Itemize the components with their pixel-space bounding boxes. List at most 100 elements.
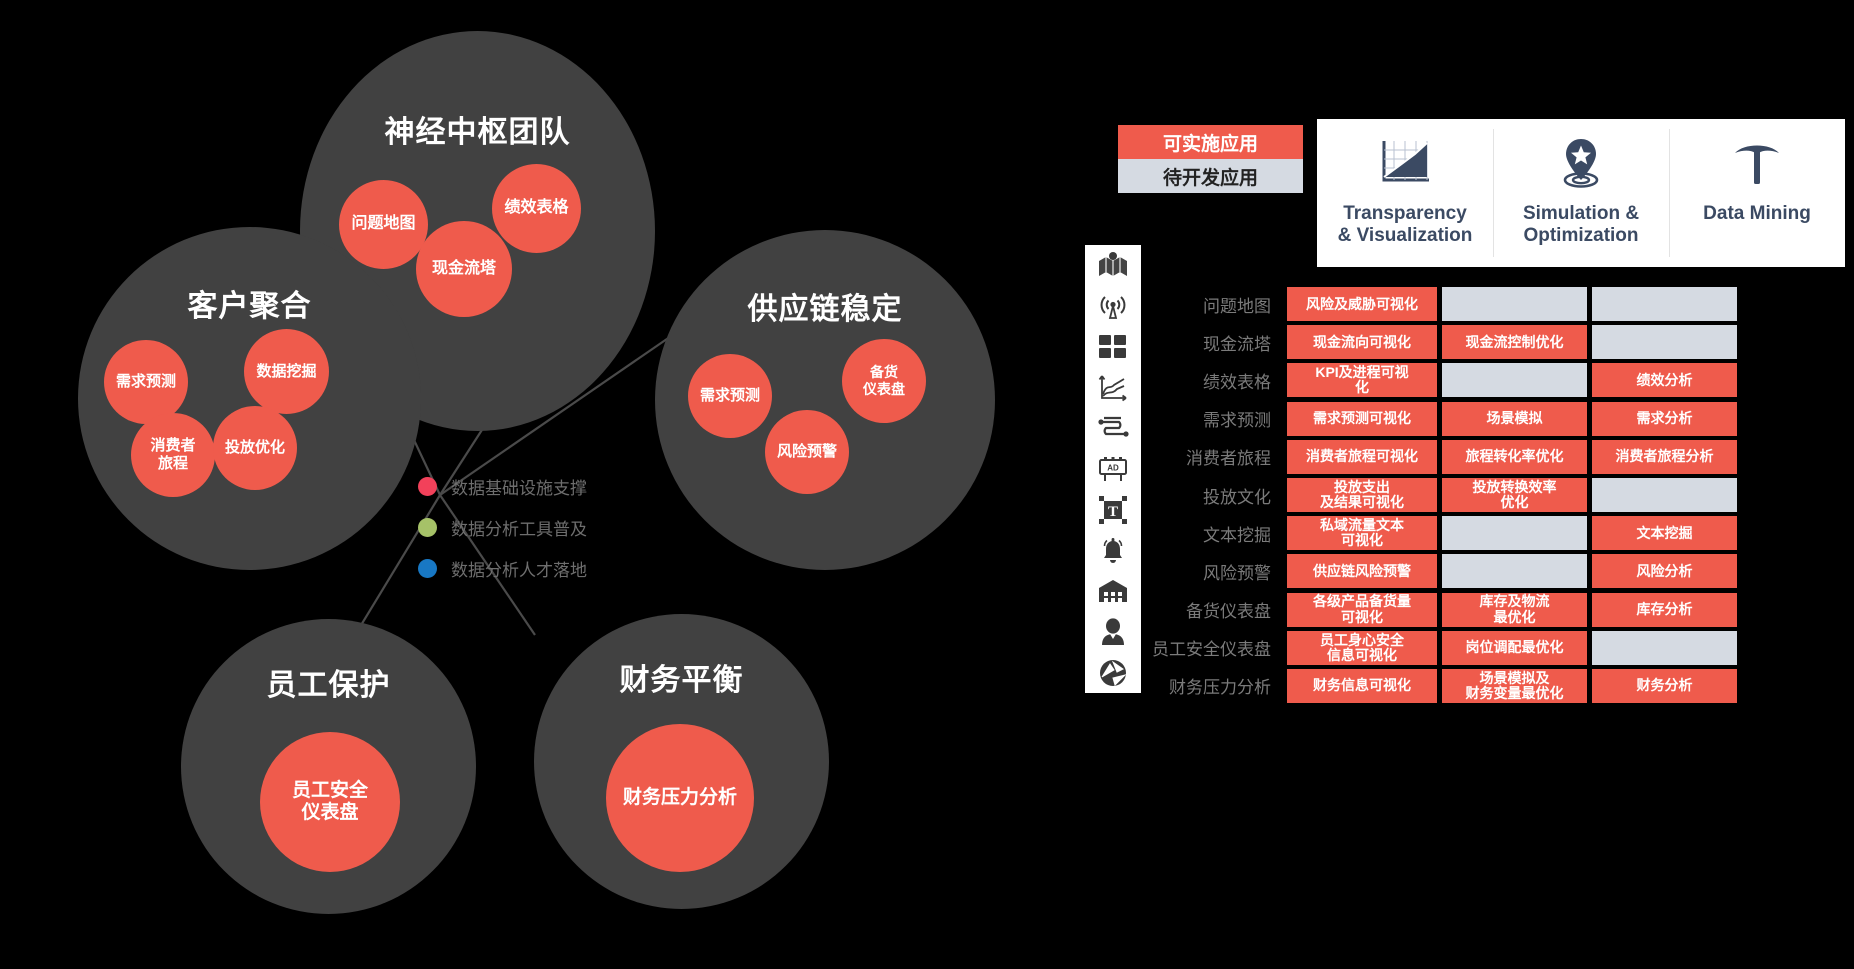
- matrix-cell-filled[interactable]: 文本挖掘: [1592, 516, 1737, 551]
- matrix-cell-filled[interactable]: 岗位调配最优化: [1442, 630, 1587, 665]
- matrix-cell-filled[interactable]: 各级产品备货量 可视化: [1287, 592, 1437, 627]
- matrix-cell-filled[interactable]: 现金流控制优化: [1442, 325, 1587, 360]
- column-header-transparency: Transparency & Visualization: [1317, 119, 1493, 267]
- matrix-cell-label: 库存及物流 最优化: [1479, 593, 1550, 625]
- matrix-cell-filled[interactable]: 投放支出 及结果可视化: [1287, 478, 1437, 513]
- node-label: 风险预警: [776, 443, 837, 461]
- cluster-employee-protection[interactable]: 员工保护 员工安全 仪表盘: [181, 619, 476, 914]
- matrix-cell-filled[interactable]: 旅程转化率优化: [1442, 439, 1587, 474]
- matrix-cell-filled[interactable]: 员工身心安全 信息可视化: [1287, 630, 1437, 665]
- matrix-row: 员工安全仪表盘员工身心安全 信息可视化岗位调配最优化: [1085, 629, 1845, 667]
- legend-item-infrastructure: 数据基础设施支撑: [418, 474, 648, 499]
- node-performance-table[interactable]: 绩效表格: [492, 164, 581, 253]
- key-label: 待开发应用: [1162, 167, 1258, 189]
- node-consumer-journey[interactable]: 消费者 旅程: [131, 413, 215, 497]
- matrix-cell-label: 旅程转化率优化: [1465, 448, 1564, 465]
- matrix-cell-filled[interactable]: 供应链风险预警: [1287, 554, 1437, 589]
- matrix-cell-filled[interactable]: 私域流量文本 可视化: [1287, 516, 1437, 551]
- matrix-cell-label: 各级产品备货量 可视化: [1313, 593, 1411, 625]
- node-label: 问题地图: [351, 215, 416, 233]
- legend-dot-blue: [418, 559, 437, 578]
- matrix-row: 财务压力分析 财务信息可视化 场景模拟及 财务变量最优化财务分析: [1085, 667, 1845, 705]
- node-risk-alert[interactable]: 风险预警: [765, 410, 849, 494]
- cluster-title: 神经中枢团队: [384, 116, 571, 149]
- matrix-cell-empty[interactable]: [1592, 630, 1737, 665]
- matrix-cell-filled[interactable]: 场景模拟: [1442, 401, 1587, 436]
- matrix-row-label: 文本挖掘: [1203, 525, 1271, 545]
- cluster-title: 员工保护: [266, 669, 391, 702]
- node-financial-pressure-analysis[interactable]: 财务压力分析: [606, 724, 754, 872]
- matrix-cell-filled[interactable]: 风险分析: [1592, 554, 1737, 589]
- matrix-cell-filled[interactable]: 绩效分析: [1592, 363, 1737, 398]
- key-label: 可实施应用: [1162, 133, 1258, 155]
- matrix-cell-label: 岗位调配最优化: [1465, 639, 1564, 656]
- key-implementable: 可实施应用: [1118, 125, 1303, 159]
- matrix-row-label: 消费者旅程: [1186, 449, 1271, 469]
- matrix-cell-label: 供应链风险预警: [1313, 562, 1411, 579]
- matrix-cell-empty[interactable]: [1442, 287, 1587, 322]
- bubble-map: 神经中枢团队 问题地图 绩效表格 现金流塔 客户聚合 需求预测 数据挖掘 消费者…: [78, 31, 995, 914]
- column-header-label: Data Mining: [1703, 203, 1811, 224]
- node-label: 绩效表格: [504, 199, 569, 217]
- matrix-cell-filled[interactable]: 消费者旅程可视化: [1287, 439, 1437, 474]
- matrix-cell-filled[interactable]: 投放转换效率 优化: [1442, 478, 1587, 513]
- matrix-cell-filled[interactable]: 需求分析: [1592, 401, 1737, 436]
- chart-growth-icon: [1377, 131, 1433, 197]
- cluster-title: 客户聚合: [187, 290, 312, 323]
- cluster-financial-balance[interactable]: 财务平衡 财务压力分析: [534, 614, 829, 909]
- warehouse-icon: [1094, 575, 1132, 607]
- matrix-cell-empty[interactable]: [1592, 325, 1737, 360]
- matrix-cell-empty[interactable]: [1442, 554, 1587, 589]
- column-header-simulation: Simulation & Optimization: [1493, 119, 1669, 267]
- matrix-cell-label: 场景模拟: [1486, 410, 1543, 427]
- matrix-cell-filled[interactable]: 现金流向可视化: [1287, 325, 1437, 360]
- node-demand-forecast-customer[interactable]: 需求预测: [104, 340, 188, 424]
- line-chart-icon: [1094, 372, 1132, 404]
- matrix-row-label: 财务压力分析: [1169, 678, 1271, 698]
- matrix-cell-label: 员工身心安全 信息可视化: [1320, 631, 1404, 663]
- node-label: 数据挖掘: [256, 362, 317, 380]
- legend-key: 可实施应用 待开发应用: [1118, 125, 1303, 193]
- matrix-cell-empty[interactable]: [1592, 478, 1737, 513]
- cluster-neural-center-team[interactable]: 神经中枢团队 问题地图 绩效表格 现金流塔: [300, 31, 655, 431]
- matrix-cell-filled[interactable]: 需求预测可视化: [1287, 401, 1437, 436]
- node-placement-optimization[interactable]: 投放优化: [213, 406, 297, 490]
- node-cash-flow-tower[interactable]: 现金流塔: [416, 221, 512, 317]
- node-demand-forecast-supply[interactable]: 需求预测: [688, 354, 772, 438]
- matrix-row-label: 现金流塔: [1203, 334, 1271, 354]
- node-problem-map[interactable]: 问题地图: [339, 180, 428, 269]
- application-matrix: 可实施应用 待开发应用: [1085, 119, 1845, 815]
- matrix-cell-filled[interactable]: KPI及进程可视 化: [1287, 363, 1437, 398]
- billboard-ad-icon: AD: [1094, 453, 1132, 485]
- cluster-supply-chain-stability[interactable]: 供应链稳定 需求预测 备货 仪表盘 风险预警: [655, 230, 995, 570]
- matrix-cell-label: 消费者旅程可视化: [1306, 448, 1418, 465]
- matrix-row-label: 投放文化: [1203, 487, 1271, 507]
- matrix-cell-label: KPI及进程可视 化: [1315, 364, 1409, 396]
- matrix-row-label: 需求预测: [1203, 411, 1271, 431]
- matrix-row: 需求预测需求预测可视化 场景模拟 需求分析: [1085, 400, 1845, 438]
- legend-item-talent: 数据分析人才落地: [418, 556, 648, 581]
- matrix-cell-label: 财务信息可视化: [1313, 677, 1411, 694]
- node-stock-dashboard[interactable]: 备货 仪表盘: [842, 339, 926, 423]
- matrix-cell-filled[interactable]: 库存及物流 最优化: [1442, 592, 1587, 627]
- matrix-cell-filled[interactable]: 消费者旅程分析: [1592, 439, 1737, 474]
- matrix-cell-filled[interactable]: 财务分析: [1592, 668, 1737, 703]
- matrix-cell-empty[interactable]: [1442, 363, 1587, 398]
- node-data-mining-customer[interactable]: 数据挖掘: [244, 329, 329, 414]
- node-employee-safety-dashboard[interactable]: 员工安全 仪表盘: [260, 732, 400, 872]
- cluster-customer-aggregation[interactable]: 客户聚合 需求预测 数据挖掘 消费者 旅程 投放优化: [78, 227, 421, 570]
- matrix-column-headers: Transparency & Visualization Simulation …: [1317, 119, 1845, 267]
- matrix-cell-filled[interactable]: 场景模拟及 财务变量最优化: [1442, 668, 1587, 703]
- matrix-cell-label: 场景模拟及 财务变量最优化: [1465, 669, 1564, 701]
- matrix-cell-empty[interactable]: [1592, 287, 1737, 322]
- column-header-label: Transparency & Visualization: [1337, 203, 1473, 246]
- matrix-cell-label: 库存分析: [1636, 601, 1693, 618]
- matrix-cell-filled[interactable]: 风险及威胁可视化: [1287, 287, 1437, 322]
- matrix-row: 消费者旅程 消费者旅程可视化 旅程转化率优化 消费者旅程分析: [1085, 438, 1845, 476]
- matrix-cell-filled[interactable]: 库存分析: [1592, 592, 1737, 627]
- matrix-cell-empty[interactable]: [1442, 516, 1587, 551]
- matrix-cell-filled[interactable]: 财务信息可视化: [1287, 668, 1437, 703]
